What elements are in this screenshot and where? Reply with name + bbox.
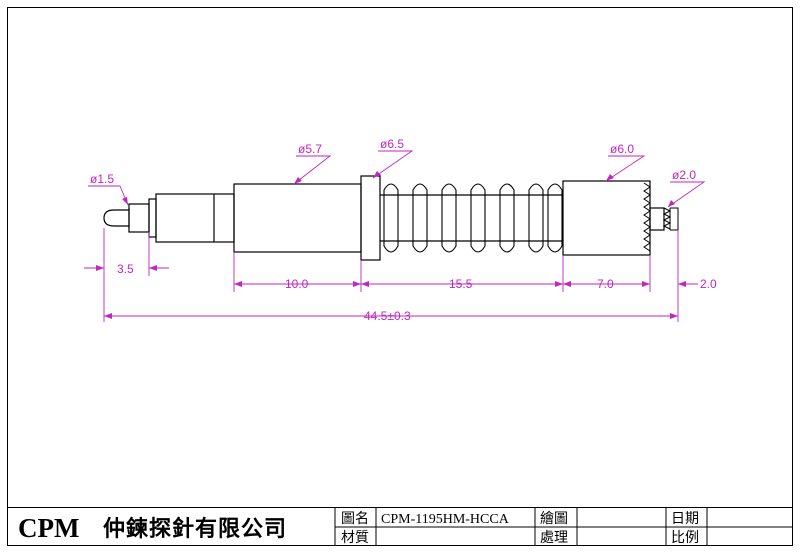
leader-dia-tip	[88, 185, 129, 206]
arrow-spring-right	[555, 281, 563, 287]
arrow-leader-tip	[122, 197, 128, 205]
spring-coil-end	[547, 183, 563, 253]
arrow-crown-right	[678, 281, 686, 287]
head-serrations	[643, 182, 679, 252]
arrow-tip-right	[149, 265, 157, 271]
label-len-barrel: 10.0	[285, 277, 309, 291]
date-label: 日期	[671, 511, 699, 527]
arrow-head-left	[563, 281, 571, 287]
spring-coil-3	[441, 183, 457, 253]
spring-coil-2	[412, 183, 428, 253]
title-block-text: CPM 仲鍊探針有限公司 圖名 CPM-1195HM-HCCA 繪圖 日期 材質…	[18, 510, 699, 546]
title-block	[7, 507, 793, 546]
label-dia-head: ø6.0	[610, 142, 634, 156]
arrow-leader-head	[606, 174, 614, 181]
label-len-total: 44.5±0.3	[364, 309, 411, 323]
scale-label: 比例	[671, 530, 699, 546]
arrow-leader-barrel	[294, 177, 302, 184]
arrow-total-right	[670, 313, 678, 319]
arrow-barrel-right	[353, 281, 361, 287]
label-dia-collar: ø6.5	[380, 137, 404, 151]
collar	[360, 175, 381, 261]
crown-end-cap	[670, 207, 679, 231]
label-dia-tip: ø1.5	[90, 172, 114, 186]
drawn-label: 繪圖	[540, 510, 568, 527]
plunger-neck	[148, 198, 157, 238]
label-len-spring: 15.5	[449, 277, 473, 291]
leader-dia-barrel	[293, 155, 332, 185]
arrow-total-left	[104, 313, 112, 319]
head-serration-zigzag	[643, 182, 651, 252]
arrow-head-right	[642, 281, 650, 287]
label-dia-crown: ø2.0	[672, 168, 696, 182]
treatment-label: 處理	[540, 530, 568, 546]
drawing-name-value: CPM-1195HM-HCCA	[381, 512, 510, 527]
leader-dia-crown	[667, 181, 706, 208]
plunger-body	[128, 203, 150, 233]
arrow-leader-collar	[373, 171, 381, 178]
plunger-shank	[155, 193, 235, 243]
head	[562, 180, 651, 256]
label-len-tip: 3.5	[117, 262, 134, 276]
dimension-arrowheads	[96, 171, 686, 319]
arrow-leader-crown	[668, 200, 675, 207]
label-len-head: 7.0	[597, 277, 614, 291]
material-label: 材質	[341, 530, 369, 546]
spring-coil-6	[528, 183, 544, 253]
brand-logo: CPM	[18, 513, 79, 543]
spring-coil-1	[383, 183, 399, 253]
spring-coil-5	[499, 183, 515, 253]
sheet-border	[7, 7, 793, 546]
dimension-labels: ø1.5 ø5.7 ø6.5 ø6.0 ø2.0 3.5 10.0 15.5 7…	[90, 137, 717, 323]
crown-serration-zigzag	[662, 207, 672, 230]
arrow-spring-left	[361, 281, 369, 287]
spring-coils	[383, 183, 563, 253]
drawing-name-label: 圖名	[341, 511, 369, 527]
plunger-tip	[103, 209, 129, 227]
arrow-tip-left	[96, 265, 104, 271]
spring-coil-4	[470, 183, 486, 253]
leader-dia-head	[605, 155, 646, 182]
company-name: 仲鍊探針有限公司	[103, 516, 287, 541]
barrel	[233, 183, 362, 253]
arrow-barrel-left	[234, 281, 242, 287]
label-len-crown: 2.0	[700, 277, 717, 291]
crown-shaft	[649, 207, 665, 231]
label-dia-barrel: ø5.7	[298, 142, 322, 156]
leader-dia-collar	[372, 150, 414, 179]
